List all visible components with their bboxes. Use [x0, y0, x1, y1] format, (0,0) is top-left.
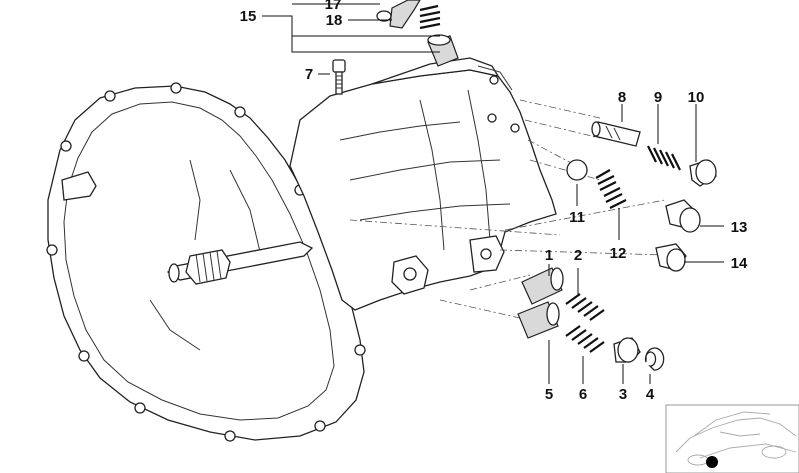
pin-part-8	[591, 121, 641, 147]
spring-part-2	[565, 293, 605, 321]
label-1: 1	[545, 247, 553, 264]
label-4: 4	[646, 386, 655, 403]
sleeve-part-1	[521, 267, 564, 305]
label-18: 18	[326, 12, 343, 29]
label-6: 6	[579, 386, 587, 403]
leader-lines	[262, 3, 724, 384]
spring-part-6	[565, 325, 605, 353]
label-11: 11	[569, 209, 585, 226]
plug-part-14	[665, 199, 701, 233]
spring-part-12	[595, 169, 627, 209]
label-10: 10	[688, 89, 705, 106]
label-17: 17	[325, 0, 342, 13]
label-14: 13	[731, 219, 748, 236]
cap-part-10	[689, 159, 717, 187]
gearbox-housing	[46, 57, 557, 442]
label-8: 8	[618, 89, 626, 106]
vehicle-locator-thumbnail	[665, 404, 799, 473]
selector-lever-assembly	[376, 0, 459, 67]
label-3: 3	[619, 386, 627, 403]
assembly-guide-lines	[349, 99, 666, 319]
label-2: 2	[574, 247, 582, 264]
part-number-labels: 17 15 18 7 8 9 10 11 13 1 2 12 14 5 6 3 …	[240, 0, 748, 403]
label-5: 5	[545, 386, 553, 403]
label-9: 9	[654, 89, 662, 106]
locator-marker	[706, 456, 718, 468]
label-13: 14	[731, 255, 748, 272]
label-7: 7	[305, 66, 313, 83]
ball-part-11	[566, 159, 588, 181]
label-12: 12	[610, 245, 627, 262]
cap-part-3	[613, 337, 641, 363]
cap-part-13	[655, 243, 687, 272]
sleeve-part-5	[517, 301, 560, 339]
bolt-part-7	[332, 59, 346, 95]
circlip-part-4	[644, 347, 665, 371]
label-15: 15	[240, 8, 257, 25]
spring-part-9	[647, 145, 681, 171]
